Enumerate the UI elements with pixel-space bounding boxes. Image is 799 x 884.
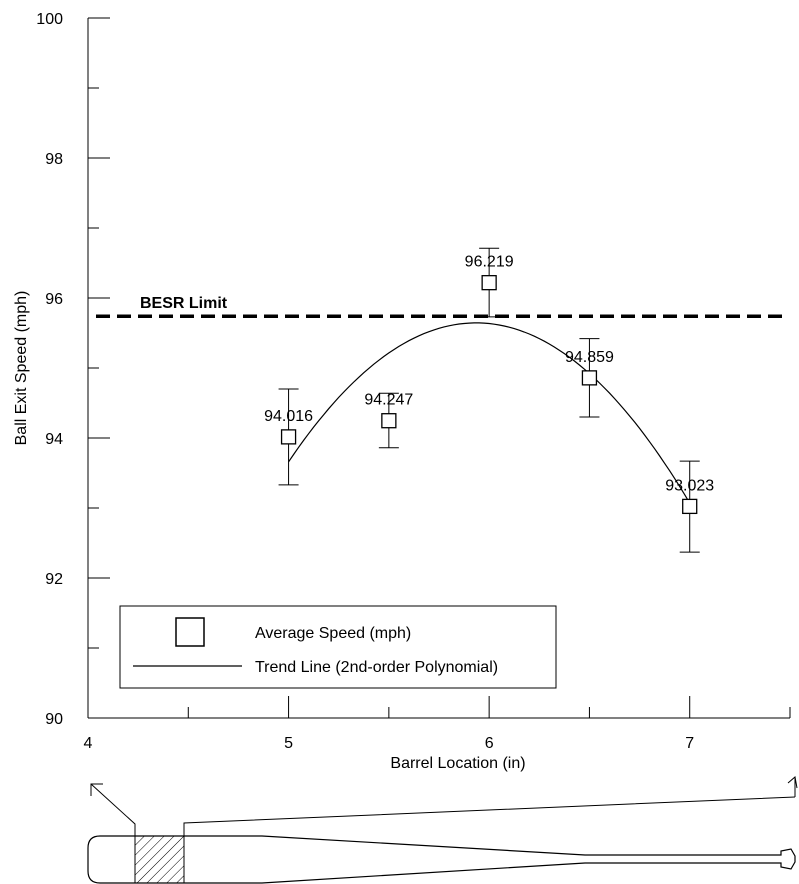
data-point-marker <box>581 370 598 386</box>
axes <box>87 17 791 719</box>
y-axis-label: Ball Exit Speed (mph) <box>13 291 30 446</box>
besr-limit-label: BESR Limit <box>140 295 228 312</box>
data-value-label: 96.219 <box>465 254 514 271</box>
trend-line <box>288 322 691 504</box>
y-tick-label: 92 <box>45 571 63 588</box>
x-tick-label: 4 <box>84 735 93 752</box>
arrowhead-right <box>787 776 798 789</box>
legend-square-marker <box>175 617 205 647</box>
y-tick-label: 98 <box>45 151 63 168</box>
data-value-label: 93.023 <box>665 477 714 494</box>
tick-labels: 90 92 94 96 98 100 4 5 6 7 <box>36 11 694 752</box>
barrel-projection-right <box>183 796 796 836</box>
data-points: 94.016 94.247 96.219 94.859 93.023 <box>264 247 714 553</box>
arrowhead-left <box>90 783 103 796</box>
y-tick-label: 96 <box>45 291 63 308</box>
legend-label-trend-line: Trend Line (2nd-order Polynomial) <box>255 659 498 676</box>
besr-limit-reference: BESR Limit <box>96 295 782 318</box>
legend-label-average-speed: Average Speed (mph) <box>255 625 411 642</box>
data-value-label: 94.859 <box>565 349 614 366</box>
x-tick-label: 5 <box>284 735 293 752</box>
y-tick-label: 94 <box>45 431 63 448</box>
data-point-marker <box>381 413 397 429</box>
x-axis-label: Barrel Location (in) <box>390 755 525 772</box>
legend-box <box>119 605 557 689</box>
data-point-marker <box>682 498 698 515</box>
data-value-label: 94.016 <box>264 408 313 425</box>
bat-outline <box>87 835 796 884</box>
data-point-marker <box>481 275 497 291</box>
data-value-label: 94.247 <box>364 392 413 409</box>
bat-hatched-test-region <box>134 835 185 884</box>
barrel-projection-left <box>90 783 136 836</box>
baseball-bat-illustration <box>87 776 798 884</box>
y-tick-label: 90 <box>45 711 63 728</box>
x-tick-label: 6 <box>485 735 494 752</box>
y-tick-label: 100 <box>36 11 63 28</box>
legend: Average Speed (mph) Trend Line (2nd-orde… <box>119 605 557 689</box>
x-tick-label: 7 <box>685 735 694 752</box>
data-point-marker <box>280 429 297 445</box>
